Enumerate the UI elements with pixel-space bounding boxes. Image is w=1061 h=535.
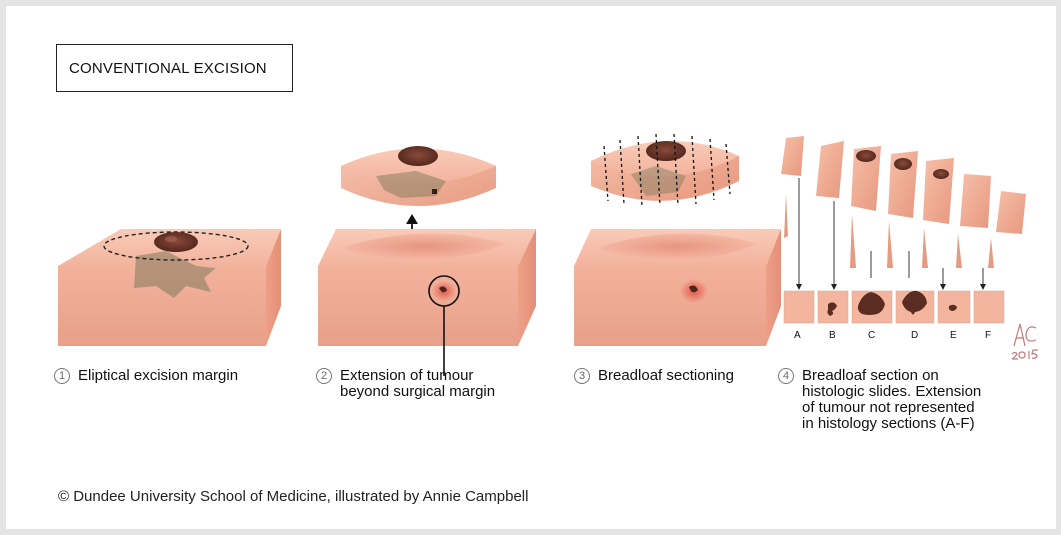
step-number-2: 2: [316, 368, 332, 384]
caption-4-line-1: Breadloaf section on: [802, 368, 981, 384]
caption-4-line-4: in histology sections (A-F): [802, 416, 981, 432]
slide-label-f: F: [985, 330, 991, 341]
tumour-nodule-1: [154, 232, 198, 252]
tumour-nodule-2: [398, 146, 438, 166]
artist-signature: [1012, 324, 1038, 359]
copyright-credit: © Dundee University School of Medicine, …: [58, 488, 528, 505]
caption-1-line-1: Eliptical excision margin: [78, 368, 238, 384]
histology-slides: [784, 291, 1004, 323]
step-number-1: 1: [54, 368, 70, 384]
caption-4-line-2: histologic slides. Extension: [802, 384, 981, 400]
tumour-nodule-3: [646, 141, 686, 161]
caption-3-line-1: Breadloaf sectioning: [598, 368, 734, 384]
skin-block-2: [318, 229, 536, 376]
slide-label-c: C: [868, 330, 875, 341]
excised-ellipse-3: [591, 134, 739, 206]
caption-2-line-2: beyond surgical margin: [340, 384, 495, 400]
slide-a: [784, 291, 814, 323]
skin-block-1: [58, 229, 281, 346]
figure-panel: CONVENTIONAL EXCISION: [6, 6, 1056, 529]
caption-2-line-1: Extension of tumour: [340, 368, 495, 384]
slide-f: [974, 291, 1004, 323]
excised-ellipse-2: [341, 146, 496, 206]
slide-label-e: E: [950, 330, 957, 341]
sliced-sections-4: [781, 136, 1026, 268]
step-number-4: 4: [778, 368, 794, 384]
illustration-canvas: A B C D E F: [6, 6, 1056, 529]
slide-label-b: B: [829, 330, 836, 341]
slide-labels: A B C D E F: [794, 330, 991, 341]
slide-label-a: A: [794, 330, 801, 341]
caption-4-line-3: of tumour not represented: [802, 400, 981, 416]
slide-label-d: D: [911, 330, 918, 341]
tumour-fragment-2: [432, 189, 437, 194]
lift-arrow-head: [406, 214, 418, 224]
skin-block-3: [574, 229, 781, 346]
step-number-3: 3: [574, 368, 590, 384]
